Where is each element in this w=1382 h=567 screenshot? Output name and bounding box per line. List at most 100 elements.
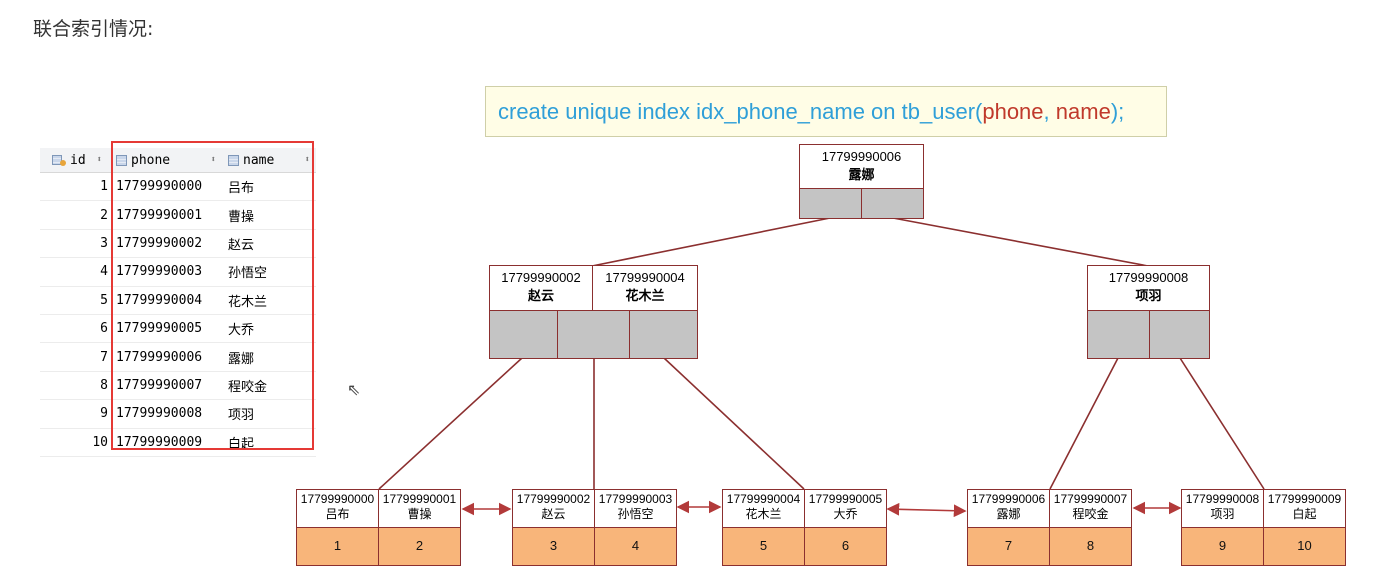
edge-root-left [591,217,831,267]
edge-right-leaf5 [1179,357,1265,490]
column-header-name[interactable]: name⬍ [222,153,316,168]
cell-phone: 17799990009 [116,434,203,450]
root-node-key: 17799990006 露娜 [799,144,924,189]
cell-id: 7 [100,349,108,365]
cell-phone: 17799990006 [116,349,203,365]
cell-phone: 17799990008 [116,406,203,422]
edge-left-leaf1 [378,357,523,490]
cell-id: 2 [100,207,108,223]
cell-id: 3 [100,235,108,251]
cell-name: 项羽 [228,408,255,424]
column-header-id[interactable]: id⬍ [40,153,110,168]
cell-name: 露娜 [228,351,255,367]
leaf-row-id: 1 [296,527,379,566]
cell-name: 曹操 [228,209,255,225]
leaf-row-id: 9 [1181,527,1264,566]
internal-left-pointer-3 [629,310,698,359]
table-row[interactable]: 4 17799990003 孙悟空 [40,258,316,287]
cell-name: 孙悟空 [228,266,268,282]
edge-root-right [892,217,1149,267]
root-pointer-left [799,188,862,219]
cell-phone: 17799990001 [116,207,203,223]
table-header: id⬍ phone⬍ name⬍ [40,148,316,173]
table-row[interactable]: 6 17799990005 大乔 [40,315,316,344]
table-row[interactable]: 2 17799990001 曹操 [40,201,316,230]
table-row[interactable]: 8 17799990007 程咬金 [40,372,316,401]
leaf-row-id: 7 [967,527,1050,566]
table-row[interactable]: 5 17799990004 花木兰 [40,287,316,315]
cell-id: 1 [100,179,108,195]
internal-left-key-1: 17799990002 赵云 [489,265,593,311]
sort-icon[interactable]: ⬍ [96,155,102,165]
column-header-phone[interactable]: phone⬍ [110,153,222,168]
sort-icon[interactable]: ⬍ [304,155,310,165]
column-icon [116,154,127,166]
sql-suffix: ); [1110,98,1125,124]
cell-name: 花木兰 [228,294,268,310]
primary-key-icon [52,154,66,166]
leaf-row-id: 5 [722,527,805,566]
cell-name: 程咬金 [228,379,268,395]
sql-column-name: name [1055,98,1111,124]
table-body: 1 17799990000 吕布 2 17799990001 曹操 3 17799990002… [40,173,316,457]
cell-name: 吕布 [228,181,255,197]
internal-right-pointer-2 [1149,310,1210,359]
cell-phone: 17799990005 [116,321,203,337]
root-pointer-right [861,188,924,219]
page-title: 联合索引情况: [33,18,154,40]
cell-id: 6 [100,321,108,337]
table-row[interactable]: 9 17799990008 项羽 [40,400,316,429]
table-row[interactable]: 1 17799990000 吕布 [40,173,316,202]
mouse-cursor-icon: ⇖ [347,380,361,399]
sort-icon[interactable]: ⬍ [210,155,216,165]
sql-column-phone: phone [982,98,1044,124]
leaf-row-id: 3 [512,527,595,566]
sql-prefix: create unique index idx_phone_name on tb… [498,98,983,124]
leaf-row-id: 10 [1263,527,1346,566]
table-row[interactable]: 10 17799990009 白起 [40,429,316,457]
leaf-row-id: 4 [594,527,677,566]
column-icon [228,154,239,166]
internal-left-pointer-2 [557,310,630,359]
cell-id: 10 [92,434,108,450]
internal-right-key-1: 17799990008 项羽 [1087,265,1210,311]
highlight-box [111,141,314,450]
cell-id: 4 [100,264,108,280]
edge-right-leaf4 [1049,357,1119,490]
cell-id: 9 [100,406,108,422]
internal-left-pointer-1 [489,310,558,359]
sql-statement: create unique index idx_phone_name on tb… [485,86,1167,137]
cell-phone: 17799990003 [116,264,203,280]
leaf-row-id: 6 [804,527,887,566]
cell-name: 赵云 [228,237,255,253]
cell-id: 5 [100,292,108,308]
cell-name: 白起 [228,436,255,452]
cell-phone: 17799990002 [116,235,203,251]
leaf-row-id: 8 [1049,527,1132,566]
internal-left-key-2: 17799990004 花木兰 [592,265,698,311]
table-row[interactable]: 7 17799990006 露娜 [40,343,316,372]
sql-separator: , [1043,98,1056,124]
cell-phone: 17799990004 [116,292,203,308]
leaf-link-3-4 [886,502,967,518]
cell-name: 大乔 [228,323,255,339]
cell-phone: 17799990007 [116,377,203,393]
internal-right-pointer-1 [1087,310,1150,359]
edge-left-leaf3 [663,357,805,490]
leaf-row-id: 2 [378,527,461,566]
table-row[interactable]: 3 17799990002 赵云 [40,230,316,259]
data-table: id⬍ phone⬍ name⬍ 1 17799990000 吕布 2 17799990… [40,148,316,457]
cell-id: 8 [100,377,108,393]
cell-phone: 17799990000 [116,179,203,195]
